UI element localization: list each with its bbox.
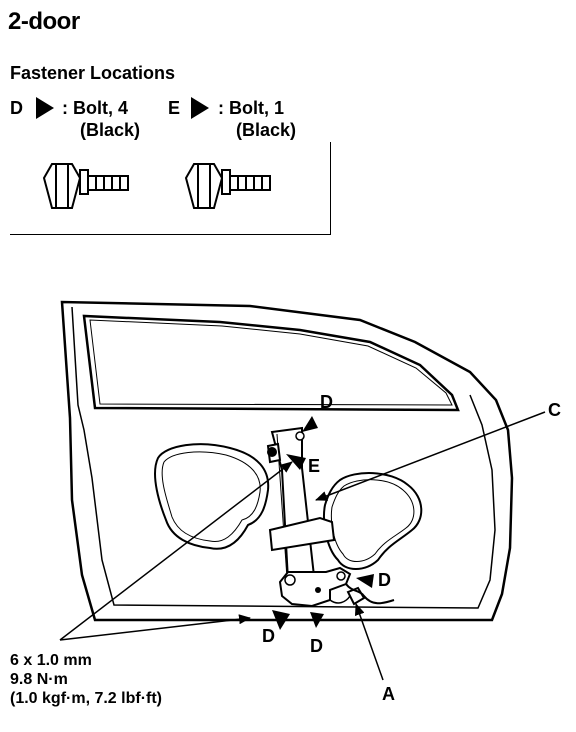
- pointer-d-bottom-icon: [310, 612, 324, 628]
- spec-torque-alt: (1.0 kgf·m, 7.2 lbf·ft): [10, 690, 163, 707]
- bracket-bolt-left-icon: [284, 574, 296, 586]
- fastener-locations-heading: Fastener Locations: [10, 63, 176, 83]
- service-hole-right-inner: [330, 479, 415, 562]
- bracket-bolt-right-icon: [336, 571, 346, 581]
- spec-torque-nm: 9.8 N·m: [10, 671, 68, 688]
- service-hole-right: [323, 472, 423, 570]
- leader-c: [315, 411, 546, 501]
- callout-d-bottom: D: [310, 636, 323, 656]
- legend-d-letter: D: [10, 98, 23, 118]
- legend-d-color: (Black): [80, 120, 141, 140]
- legend-d-desc: : Bolt, 4: [62, 98, 128, 118]
- pointer-d-top-icon: [302, 416, 318, 432]
- callout-d-left: D: [262, 626, 275, 646]
- legend-e-triangle-icon: [191, 97, 209, 119]
- lower-bracket: [278, 566, 352, 608]
- service-hole-left: [154, 443, 270, 550]
- legend-e-desc: : Bolt, 1: [218, 98, 284, 118]
- window-inner-line: [89, 319, 453, 406]
- door-outer-outline: [60, 300, 514, 622]
- leader-a: [354, 603, 384, 681]
- legend-d-triangle-icon: [36, 97, 54, 119]
- bolt-d-icon: [42, 163, 129, 209]
- bolt-e-icon: [184, 163, 271, 209]
- rail-crossbar: [268, 516, 336, 552]
- spec-size: 6 x 1.0 mm: [10, 652, 92, 669]
- bracket-bolt-mid-icon: [315, 587, 321, 593]
- wire-harness: [345, 583, 395, 605]
- wire-harness-2: [329, 595, 351, 604]
- door-inner-frame: [71, 306, 496, 609]
- legend-e-letter: E: [168, 98, 181, 118]
- callout-d-right: D: [378, 570, 391, 590]
- service-hole-left-inner: [161, 451, 261, 543]
- callout-a: A: [382, 684, 395, 704]
- legend-e-color: (Black): [236, 120, 297, 140]
- legend-frame: [10, 142, 331, 235]
- callout-e: E: [308, 456, 321, 476]
- bolt-d-top-location-icon: [295, 431, 305, 441]
- callout-c: C: [548, 400, 561, 420]
- pointer-e-icon: [286, 454, 306, 470]
- page-title: 2-door: [8, 8, 80, 35]
- pointer-d-left-icon: [272, 610, 290, 630]
- callout-d-top: D: [320, 392, 333, 412]
- pointer-d-right-icon: [356, 574, 374, 588]
- bolt-e-location-icon: [267, 447, 277, 457]
- leader-spec-2: [59, 614, 251, 641]
- leader-spec-1: [59, 461, 293, 641]
- window-glass: [82, 314, 460, 412]
